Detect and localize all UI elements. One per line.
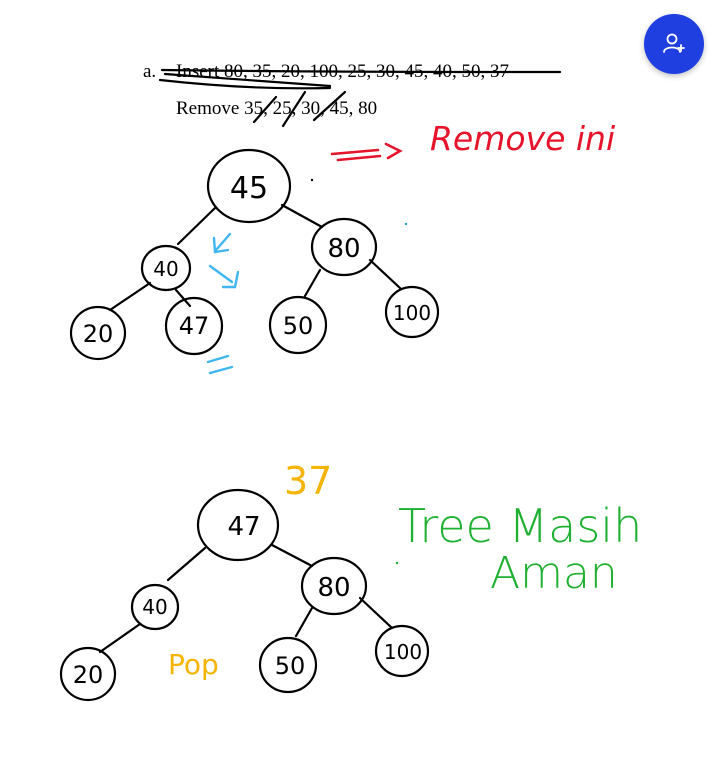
- node-right-right: 100: [384, 640, 422, 664]
- tree-before: 45 40 80 20 47 50 100: [69, 148, 440, 361]
- node-right-right: 100: [393, 301, 431, 325]
- remove-arrow: [330, 142, 403, 162]
- remove-note: Remove ini: [430, 119, 615, 158]
- node-root: 45: [230, 171, 268, 206]
- node-root: 47: [227, 512, 260, 542]
- problem-label: a.: [143, 61, 156, 82]
- node-left-left: 20: [73, 661, 104, 689]
- add-user-button[interactable]: [644, 14, 704, 74]
- status-note-line1: Tree Masih: [398, 499, 642, 553]
- add-user-icon: [663, 33, 685, 53]
- dot: [395, 561, 399, 565]
- node-right: 80: [327, 234, 360, 264]
- remove-line: Remove 35, 25, 30, 45, 80: [176, 98, 377, 119]
- pop-note: Pop: [168, 648, 219, 681]
- node-left: 40: [153, 257, 178, 281]
- tree-after: 47 40 80 20 50 100: [59, 488, 430, 702]
- node-right-left: 50: [283, 312, 314, 340]
- node-left-right: 47: [179, 312, 210, 340]
- node-right: 80: [317, 573, 350, 603]
- strikethrough-marks: [158, 68, 562, 128]
- node-left: 40: [142, 595, 167, 619]
- node-left-left: 20: [83, 320, 114, 348]
- status-note-line2: Aman: [490, 548, 618, 599]
- number-note: 37: [284, 459, 332, 503]
- dot: [310, 178, 314, 182]
- node-right-left: 50: [275, 652, 306, 680]
- dot: [404, 222, 408, 226]
- blue-arrows: [206, 232, 240, 375]
